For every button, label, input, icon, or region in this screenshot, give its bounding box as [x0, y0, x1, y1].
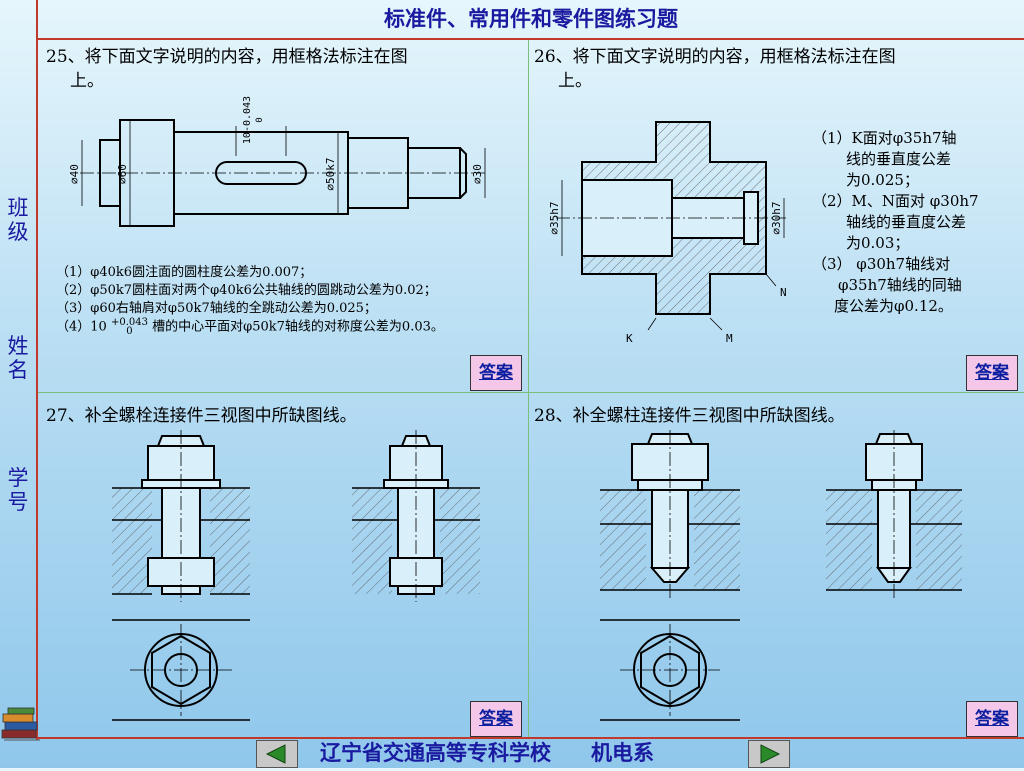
name-label: 姓名 [7, 334, 29, 382]
prev-slide-button[interactable] [256, 740, 298, 768]
left-border [36, 0, 38, 740]
q26-requirements: （1）K面对φ35h7轴 线的垂直度公差 为0.025； （2）M、N面对 φ3… [812, 129, 979, 315]
q25-dim-50k7: ⌀50k7 [324, 157, 337, 190]
footer-school: 辽宁省交通高等专科学校机电系 [320, 740, 654, 765]
q25-title: 25、将下面文字说明的内容，用框格法标注在图 上。 [46, 47, 408, 91]
q26-label-k: K [626, 332, 633, 345]
next-slide-button[interactable] [748, 740, 790, 768]
student-id-label: 学号 [7, 466, 29, 514]
q26-answer-button[interactable]: 答案 [966, 355, 1018, 391]
q25-dim-slot: 10-0.043 [242, 96, 253, 144]
q26-dim-35h7: ⌀35h7 [548, 201, 561, 234]
q28-stud-drawing [600, 430, 962, 721]
q25-dim-60: ⌀60 [116, 164, 129, 184]
class-label: 班级 [7, 196, 29, 244]
q26-label-n: N [780, 286, 787, 299]
q26-dim-30h7: ⌀30h7 [770, 201, 783, 234]
title-divider [38, 38, 1024, 40]
q25-dim-slot-lower: 0 [255, 117, 265, 122]
footer-divider [38, 737, 1024, 739]
q26-part-drawing: ⌀35h7 ⌀30h7 N K M [548, 121, 787, 345]
q25-dim-40: ⌀40 [68, 164, 81, 184]
q27-bolt-drawing [112, 430, 480, 721]
q27-answer-button[interactable]: 答案 [470, 701, 522, 737]
q26-label-m: M [726, 332, 733, 345]
triangle-right-icon [760, 744, 781, 764]
q25-notes: （1）φ40k6圆注面的圆柱度公差为0.007； （2）φ50k7圆柱面对两个φ… [56, 264, 526, 337]
q26-title: 26、将下面文字说明的内容，用框格法标注在图 上。 [534, 47, 896, 91]
q27-title: 27、补全螺栓连接件三视图中所缺图线。 [46, 406, 357, 426]
q28-answer-button[interactable]: 答案 [966, 701, 1018, 737]
row-divider [38, 392, 1024, 393]
triangle-left-icon [265, 744, 286, 764]
q25-shaft-drawing: ⌀40 ⌀60 ⌀50k7 ⌀30 10-0.043 0 [68, 96, 486, 227]
q25-note-4: （4）10 +0.043 0 槽的中心平面对φ50k7轴线的对称度公差为0.03… [56, 317, 444, 337]
middle-divider [528, 40, 529, 737]
q25-answer-button[interactable]: 答案 [470, 355, 522, 391]
books-icon [1, 707, 40, 741]
q25-dim-30: ⌀30 [471, 164, 484, 184]
page-title: 标准件、常用件和零件图练习题 [384, 6, 678, 31]
q28-title: 28、补全螺柱连接件三视图中所缺图线。 [534, 406, 845, 426]
